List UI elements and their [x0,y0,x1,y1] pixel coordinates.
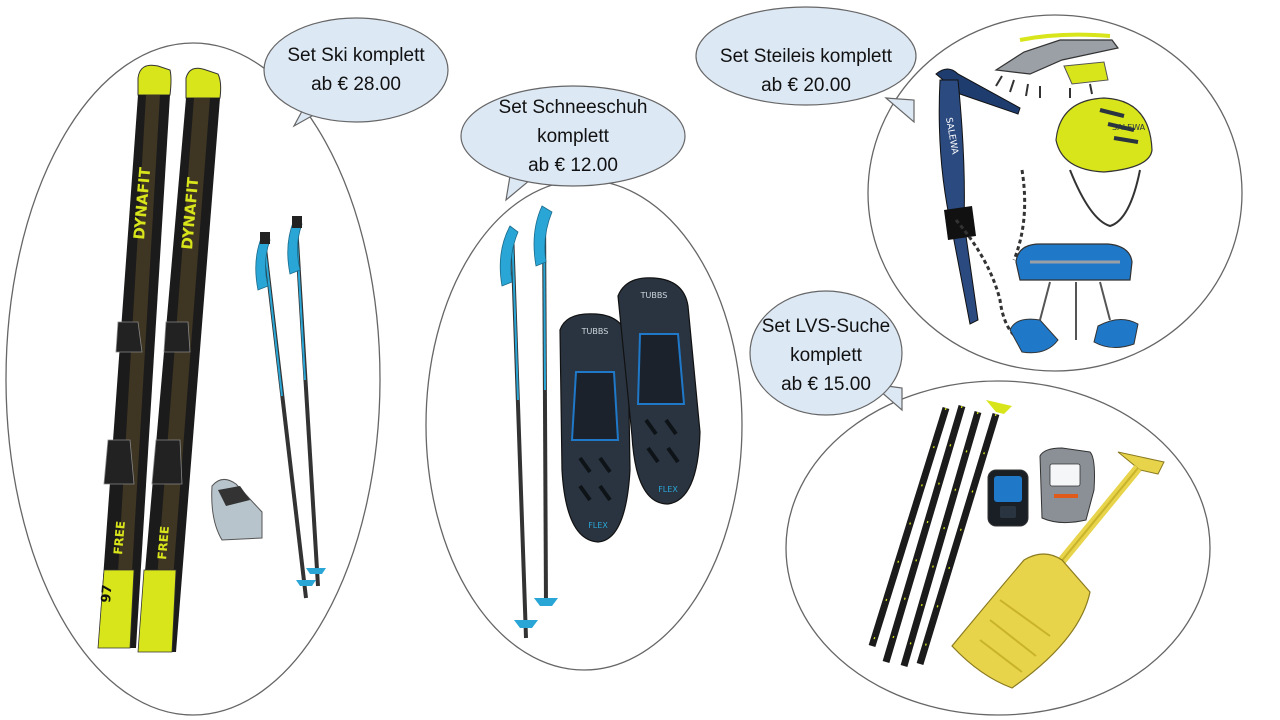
ski-width-label: 97 [99,584,116,603]
steileis-set-price-bubble[interactable] [695,6,917,124]
lvs-set-group[interactable] [749,290,1211,716]
snowshoe-brand-right: TUBBS [640,291,668,300]
ski-poles-image [255,216,326,599]
snowshoe-set-group[interactable]: TUBBS FLEX TUBBS FLEX [425,85,743,671]
helmet-brand: SALEWA [1112,123,1146,132]
lvs-set-price-bubble[interactable] [749,290,903,416]
steileis-set-group[interactable]: SALEWA SALEWA [695,6,1243,372]
snowshoe-poles-image [499,205,558,639]
avalanche-probe-image [868,400,1012,667]
ski-bubble-shape [263,17,449,123]
steileis-bubble-tail [884,97,915,124]
lvs-bubble-shape [749,290,903,416]
snowshoe-set-price-bubble[interactable] [460,85,686,202]
snowshoe-model-right: FLEX [658,485,678,494]
ski-set-price-bubble[interactable] [263,17,449,128]
ski-model-left: FREE [111,520,128,555]
steileis-set-outline [867,14,1243,372]
climbing-skin-image [211,479,263,541]
crampons-image [994,32,1120,98]
snowshoes-image: TUBBS FLEX TUBBS FLEX [559,277,701,543]
climbing-helmet-image: SALEWA [1055,97,1153,228]
snowshoe-brand-left: TUBBS [581,327,609,336]
snowshoe-model-left: FLEX [588,521,608,530]
ice-axe-image: SALEWA [935,68,1027,342]
snowshoe-bubble-shape [460,85,686,187]
climbing-harness-image [1009,243,1139,354]
avalanche-shovel-image [951,451,1165,689]
ski-set-group[interactable]: DYNAFIT FREE 97 DYNAFIT FREE [5,17,449,716]
ski-model-right: FREE [155,525,172,560]
avalanche-transceivers-image [987,447,1095,527]
steileis-bubble-shape [695,6,917,106]
touring-skis-image: DYNAFIT FREE 97 DYNAFIT FREE [97,64,222,653]
